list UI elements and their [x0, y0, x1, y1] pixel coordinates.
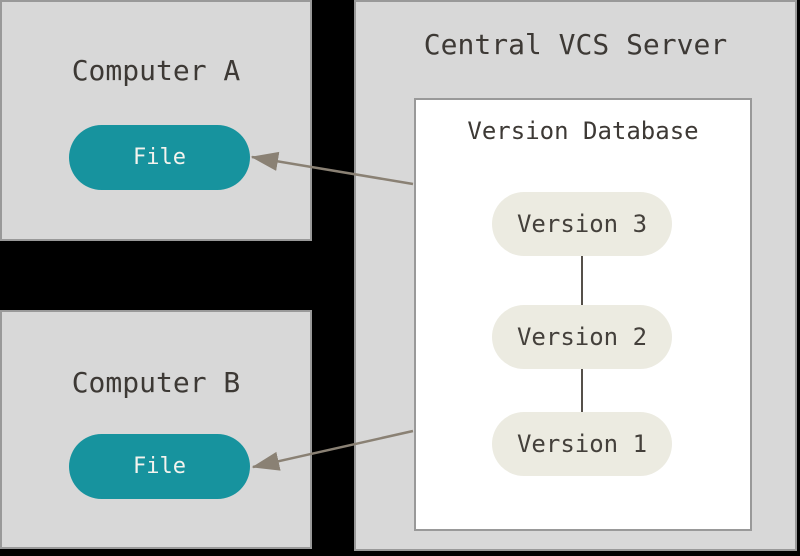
version-database-box: Version Database Version 3 Version 2 Ver… — [414, 98, 752, 531]
computer-a-title: Computer A — [71, 54, 241, 87]
version-3-pill: Version 3 — [492, 192, 672, 256]
computer-a-box: Computer A File — [0, 0, 312, 241]
central-vcs-server-title: Central VCS Server — [423, 28, 728, 61]
computer-a-file-pill: File — [69, 125, 250, 190]
version-2-pill: Version 2 — [492, 305, 672, 369]
version-1-pill: Version 1 — [492, 412, 672, 476]
computer-b-title: Computer B — [71, 366, 241, 399]
central-vcs-server-box: Central VCS Server Version Database Vers… — [354, 0, 797, 551]
computer-b-file-pill: File — [69, 434, 250, 499]
version-connector-line — [581, 369, 583, 412]
computer-b-box: Computer B File — [0, 310, 312, 549]
version-connector-line — [581, 256, 583, 305]
version-database-title: Version Database — [467, 117, 699, 145]
